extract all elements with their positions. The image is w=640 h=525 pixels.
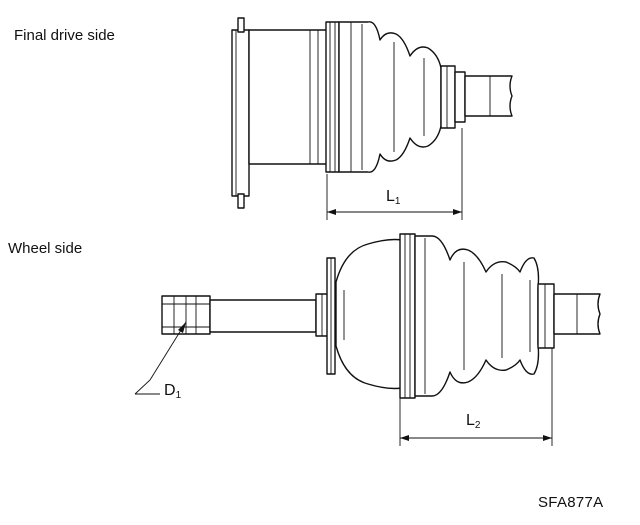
dimension-l1 <box>326 128 463 220</box>
l1-label: L1 <box>386 188 400 207</box>
shaft <box>464 75 513 117</box>
l2-label: L2 <box>466 412 480 431</box>
figure-code: SFA877A <box>538 494 604 511</box>
d1-label: D1 <box>164 382 181 401</box>
d1-letter: D <box>164 382 176 399</box>
wheel-side-joint <box>161 233 601 399</box>
wheel-boot-band-large <box>399 233 416 399</box>
boot <box>338 21 442 173</box>
final-drive-side-title: Final drive side <box>14 27 115 44</box>
dimension-d1-leader <box>134 321 187 395</box>
final-drive-side-joint <box>231 17 513 209</box>
l2-letter: L <box>466 412 475 429</box>
wheel-boot <box>414 235 540 397</box>
wheel-side-title: Wheel side <box>8 240 83 257</box>
l1-subscript: 1 <box>394 196 401 207</box>
boot-band-large <box>325 21 340 173</box>
l1-letter: L <box>386 188 395 205</box>
d1-subscript: 1 <box>175 390 182 401</box>
joint-housing <box>248 29 328 165</box>
boot-band-small <box>440 65 456 129</box>
dimension-l2 <box>399 348 553 446</box>
ball-housing <box>335 238 403 390</box>
flange <box>231 29 250 197</box>
l2-subscript: 2 <box>474 420 481 431</box>
wheel-shaft <box>209 299 317 333</box>
wheel-boot-band-small <box>537 283 555 349</box>
